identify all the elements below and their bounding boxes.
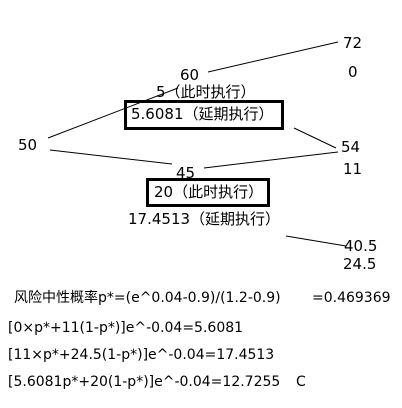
node-dd-price: 40.5	[344, 237, 378, 255]
formula-down-node: [11×p*+24.5(1-p*)]e^-0.04=17.4513	[8, 347, 275, 363]
edge-up-ud	[293, 127, 337, 149]
edge-root-down	[49, 149, 173, 165]
up-continue-value: 5.6081（延期执行）	[131, 105, 274, 123]
risk-neutral-prob-label: 风险中性概率p*=(e^0.04-0.9)/(1.2-0.9)	[14, 290, 281, 306]
edge-up-uu	[207, 41, 339, 73]
payoff-dd: 24.5	[343, 255, 377, 273]
edge-root-up	[47, 87, 179, 139]
down-exercise-value: 20（此时执行）	[154, 183, 264, 201]
risk-neutral-prob-value: =0.469369	[312, 290, 391, 306]
node-down-price: 45	[176, 164, 196, 182]
edge-down-ud	[203, 151, 339, 169]
formula-up-node: [0×p*+11(1-p*)]e^-0.04=5.6081	[8, 320, 244, 336]
up-optimal-box	[124, 100, 284, 130]
up-exercise-value: 5（此时执行）	[156, 83, 256, 101]
down-optimal-box	[146, 178, 270, 207]
node-up-price: 60	[180, 66, 200, 84]
node-root-price: 50	[18, 136, 38, 154]
formula-root-node: [5.6081p*+20(1-p*)]e^-0.04=12.7255	[8, 374, 281, 390]
node-uu-price: 72	[343, 34, 363, 52]
down-continue-value: 17.4513（延期执行）	[128, 210, 281, 228]
payoff-ud: 11	[343, 160, 363, 178]
payoff-uu: 0	[348, 63, 358, 81]
edge-down-dd	[285, 235, 347, 247]
node-ud-price: 54	[341, 138, 361, 156]
formula-root-tail: C	[296, 374, 306, 390]
